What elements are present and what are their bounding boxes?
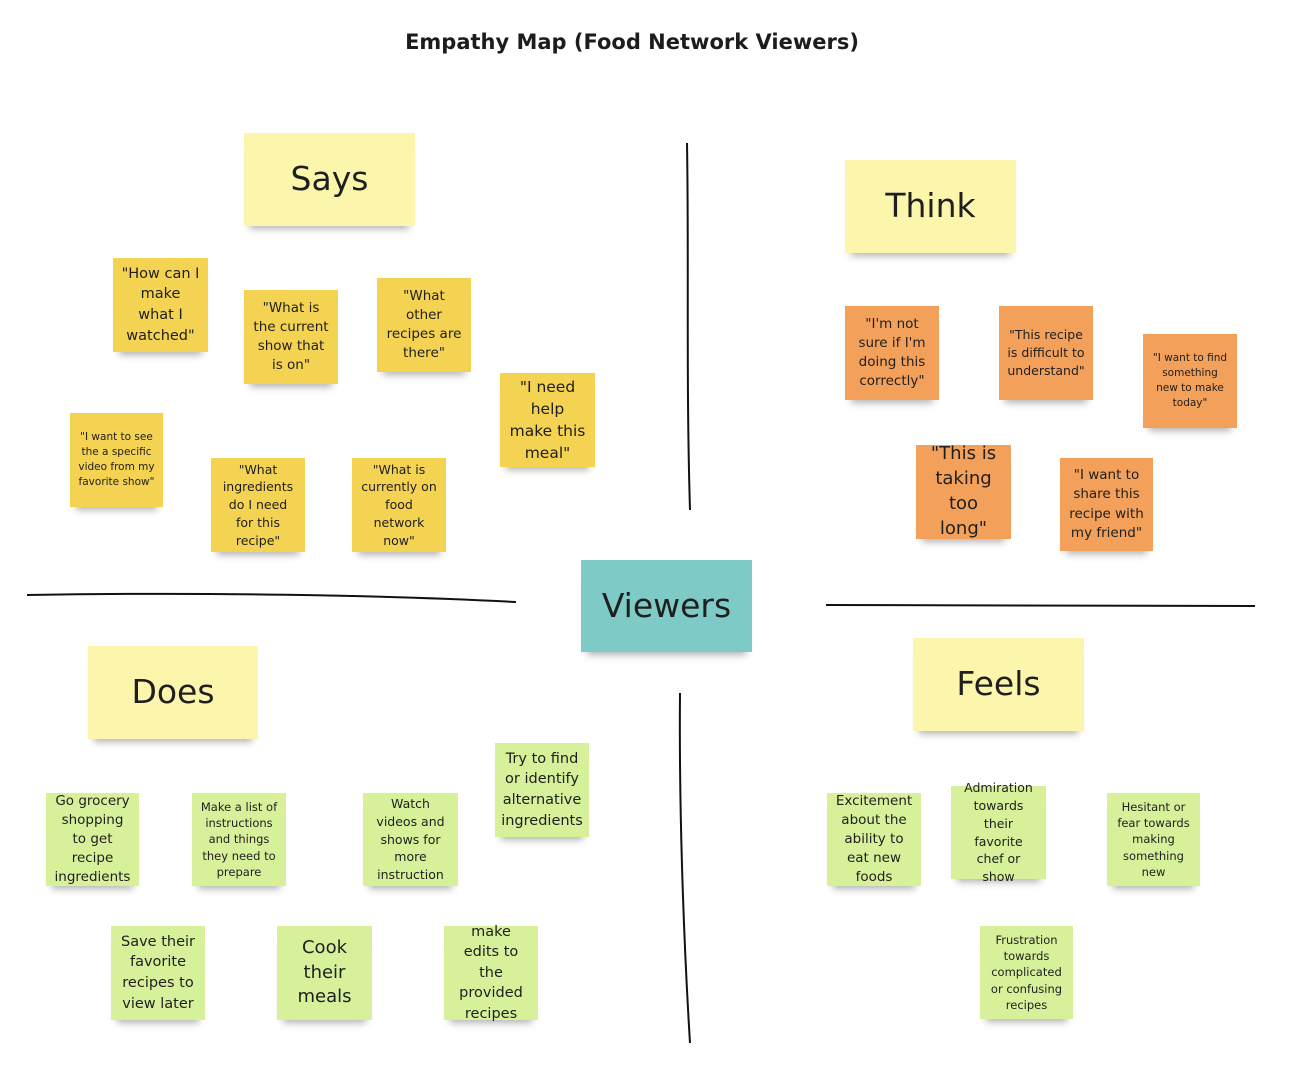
- feels-note[interactable]: Frustration towards complicated or confu…: [980, 926, 1073, 1019]
- feels-note[interactable]: Admiration towards their favorite chef o…: [951, 780, 1046, 884]
- think-note[interactable]: "This is taking too long": [916, 443, 1011, 539]
- does-note[interactable]: Cook their meals: [277, 926, 372, 1020]
- divider-right-horizontal: [825, 603, 1256, 607]
- says-note[interactable]: "I need help make this meal": [500, 373, 595, 467]
- divider-left-horizontal: [26, 592, 517, 603]
- does-note[interactable]: Go grocery shopping to get recipe ingred…: [46, 793, 139, 886]
- divider-bottom-vertical: [678, 692, 691, 1044]
- think-header-note[interactable]: Think: [845, 160, 1016, 253]
- center-note-viewers[interactable]: Viewers: [581, 560, 752, 652]
- think-note[interactable]: "I want to find something new to make to…: [1143, 334, 1237, 428]
- feels-note[interactable]: Excitement about the ability to eat new …: [827, 793, 921, 886]
- does-note[interactable]: Make a list of instructions and things t…: [192, 793, 286, 886]
- think-note[interactable]: "I want to share this recipe with my fri…: [1060, 458, 1153, 551]
- page-title: Empathy Map (Food Network Viewers): [405, 30, 859, 54]
- says-note[interactable]: "What is the current show that is on": [244, 290, 338, 384]
- says-note[interactable]: "What ingredients do I need for this rec…: [211, 458, 305, 552]
- says-note[interactable]: "What other recipes are there": [377, 278, 471, 372]
- does-note[interactable]: Watch videos and shows for more instruct…: [363, 793, 458, 886]
- feels-header-note[interactable]: Feels: [913, 638, 1084, 731]
- says-note[interactable]: "What is currently on food network now": [352, 458, 446, 552]
- does-note[interactable]: Save their favorite recipes to view late…: [111, 926, 205, 1020]
- think-note[interactable]: "This recipe is difficult to understand": [999, 306, 1093, 400]
- feels-note[interactable]: Hesitant or fear towards making somethin…: [1107, 793, 1200, 886]
- says-header-note[interactable]: Says: [244, 133, 415, 226]
- does-note[interactable]: Try to find or identify alternative ingr…: [495, 743, 589, 837]
- says-note[interactable]: "How can I make what I watched": [113, 258, 208, 352]
- does-note[interactable]: make edits to the provided recipes: [444, 924, 538, 1022]
- divider-top-vertical: [686, 142, 691, 511]
- does-header-note[interactable]: Does: [88, 646, 258, 739]
- think-note[interactable]: "I'm not sure if I'm doing this correctl…: [845, 306, 939, 400]
- says-note[interactable]: "I want to see the a specific video from…: [70, 413, 163, 507]
